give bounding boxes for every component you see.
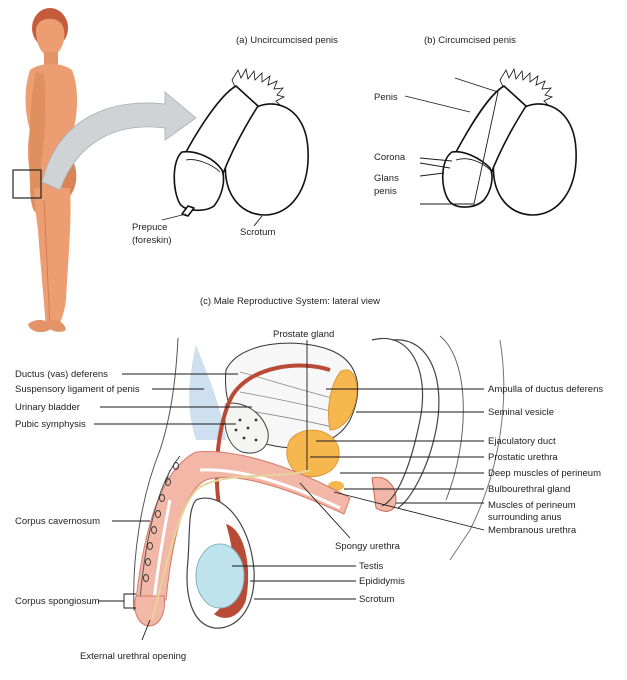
right-leader-lines — [310, 388, 485, 531]
lateral-view-drawing — [133, 335, 505, 629]
urinary-bladder-label: Urinary bladder — [15, 402, 80, 413]
pubic-symphysis-label: Pubic symphysis — [15, 419, 86, 430]
epididymis-label: Epididymis — [359, 576, 405, 587]
corpus-spongiosum-label: Corpus spongiosum — [15, 596, 100, 607]
membranous-urethra-label: Membranous urethra — [488, 525, 577, 536]
spongy-urethra-label: Spongy urethra — [335, 541, 401, 552]
bulbourethral-gland-label: Bulbourethral gland — [488, 484, 570, 495]
prostate-gland-label: Prostate gland — [273, 329, 334, 340]
foreskin-label: (foreskin) — [132, 235, 172, 246]
circumcised-penis-drawing — [441, 67, 577, 216]
testis-label: Testis — [359, 561, 384, 572]
scrotum-label: Scrotum — [359, 594, 394, 605]
deep-muscles-label: Deep muscles of perineum — [488, 468, 601, 479]
glans-label-2: penis — [374, 186, 397, 197]
corona-label: Corona — [374, 152, 406, 163]
muscles-perineum-label-2: surrounding anus — [488, 512, 562, 523]
panel-a-scrotum-label: Scrotum — [240, 227, 275, 238]
seminal-vesicle-label: Seminal vesicle — [488, 407, 554, 418]
muscles-perineum-label-1: Muscles of perineum — [488, 500, 576, 511]
ampulla-label: Ampulla of ductus deferens — [488, 384, 603, 395]
panel-c-title: (c) Male Reproductive System: lateral vi… — [200, 296, 380, 307]
uncircumcised-penis-drawing — [173, 67, 309, 217]
prepuce-label: Prepuce — [132, 222, 167, 233]
zoom-region-box — [12, 169, 42, 199]
zoom-arrow — [41, 91, 197, 191]
panel-b-title: (b) Circumcised penis — [424, 35, 516, 46]
external-urethral-opening-label: External urethral opening — [80, 651, 186, 662]
panel-a-title: (a) Uncircumcised penis — [236, 35, 338, 46]
penis-label: Penis — [374, 92, 398, 103]
ductus-deferens-label: Ductus (vas) deferens — [15, 369, 108, 380]
glans-label-1: Glans — [374, 173, 399, 184]
left-leader-lines — [94, 373, 252, 641]
corpus-cavernosum-label: Corpus cavernosum — [15, 516, 100, 527]
prostatic-urethra-label: Prostatic urethra — [488, 452, 558, 463]
ejaculatory-duct-label: Ejaculatory duct — [488, 436, 556, 447]
suspensory-ligament-label: Suspensory ligament of penis — [15, 384, 140, 395]
human-figure — [12, 8, 78, 333]
